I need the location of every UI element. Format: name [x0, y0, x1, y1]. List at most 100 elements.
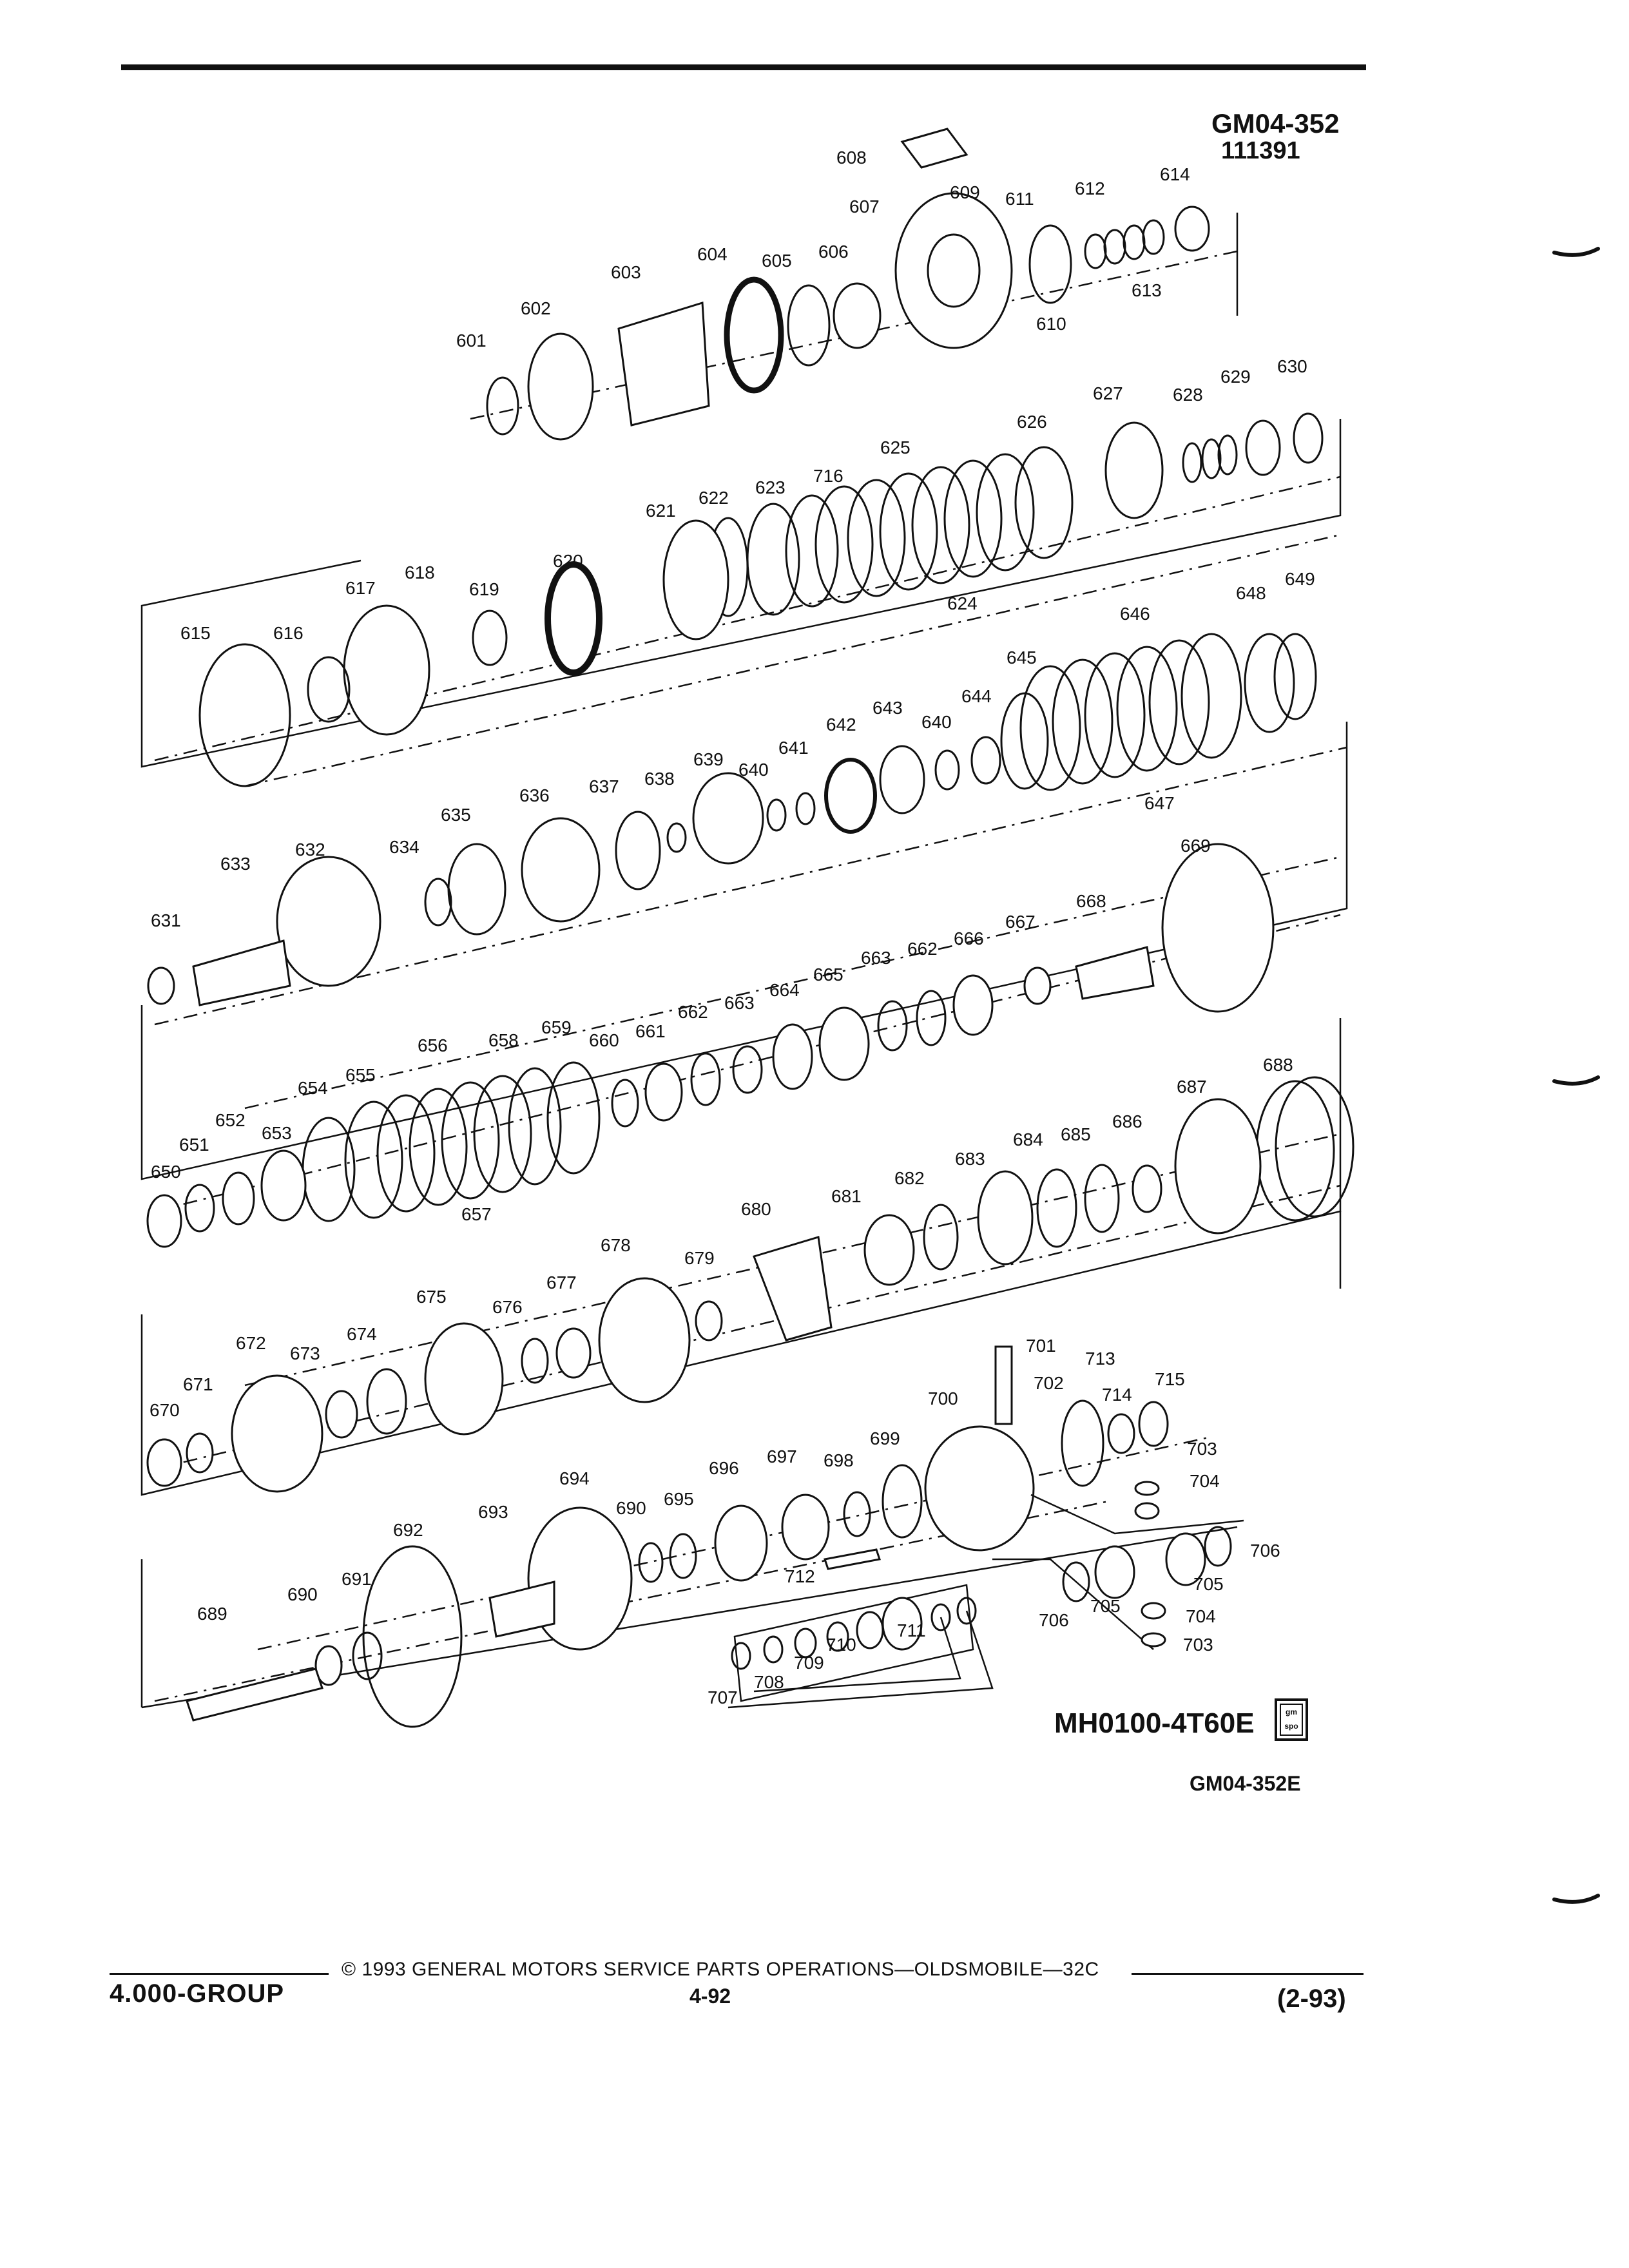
- callout-639: 639: [693, 749, 724, 769]
- callout-701: 701: [1026, 1336, 1056, 1356]
- part-673: [325, 1390, 358, 1439]
- callout-622: 622: [699, 488, 729, 508]
- part-704: [1134, 1502, 1160, 1520]
- part-703: [1134, 1481, 1160, 1496]
- callout-604: 604: [697, 244, 728, 264]
- callout-678: 678: [601, 1235, 631, 1255]
- part-619: [472, 610, 508, 666]
- callout-632: 632: [295, 840, 325, 860]
- part-620: [545, 561, 602, 676]
- callout-615: 615: [180, 623, 211, 643]
- figure-date: 111391: [1221, 137, 1300, 164]
- part-604: [724, 276, 784, 394]
- callout-627: 627: [1093, 383, 1123, 403]
- part-697: [781, 1494, 830, 1561]
- part-667: [1023, 966, 1052, 1005]
- part-621: [662, 519, 729, 640]
- part-631: [147, 966, 175, 1005]
- callout-705: 705: [1090, 1596, 1121, 1616]
- callout-608: 608: [836, 148, 867, 168]
- callout-695: 695: [664, 1489, 694, 1509]
- callout-660: 660: [589, 1030, 619, 1050]
- part-606: [833, 282, 882, 349]
- part-605: [787, 284, 831, 367]
- part-683: [977, 1170, 1034, 1265]
- callout-690: 690: [616, 1498, 646, 1518]
- part-632: [276, 856, 381, 987]
- header-rule: [121, 64, 1366, 70]
- callout-687: 687: [1177, 1077, 1207, 1097]
- part-689: [186, 1667, 323, 1722]
- part-675: [424, 1322, 504, 1436]
- part-617: [343, 604, 430, 736]
- part-680: [753, 1236, 833, 1341]
- callout-689: 689: [197, 1604, 227, 1624]
- callout-706: 706: [1250, 1541, 1280, 1561]
- part-705: [1165, 1532, 1206, 1586]
- callout-626: 626: [1017, 412, 1047, 432]
- gm-spo-logo-mark: gm spo: [1280, 1704, 1303, 1736]
- callout-633: 633: [220, 854, 251, 874]
- callout-703: 703: [1183, 1635, 1213, 1655]
- callout-693: 693: [478, 1502, 508, 1522]
- callout-602: 602: [521, 298, 551, 318]
- callout-619: 619: [469, 579, 499, 599]
- callout-653: 653: [262, 1123, 292, 1143]
- part-608: [900, 128, 969, 169]
- callout-666: 666: [954, 928, 984, 948]
- callout-699: 699: [870, 1428, 900, 1448]
- part-691: [352, 1631, 383, 1680]
- callout-682: 682: [894, 1168, 925, 1188]
- callout-665: 665: [813, 965, 843, 985]
- callout-642: 642: [826, 715, 856, 735]
- callout-705: 705: [1193, 1574, 1224, 1594]
- part-690: [314, 1645, 343, 1686]
- part-627: [1104, 421, 1164, 519]
- margin-mark: [1552, 247, 1600, 257]
- callout-658: 658: [488, 1030, 519, 1050]
- part-shapes: [146, 128, 1354, 1728]
- callout-610: 610: [1036, 314, 1066, 334]
- copyright-line: © 1993 GENERAL MOTORS SERVICE PARTS OPER…: [342, 1959, 1099, 1980]
- callout-606: 606: [818, 242, 849, 262]
- callout-635: 635: [441, 805, 471, 825]
- callout-645: 645: [1007, 648, 1037, 668]
- callout-674: 674: [347, 1324, 377, 1344]
- part-666: [952, 974, 994, 1036]
- callout-647: 647: [1144, 793, 1175, 813]
- callout-686: 686: [1112, 1111, 1142, 1131]
- callout-625: 625: [880, 437, 911, 457]
- callout-709: 709: [794, 1653, 824, 1673]
- callout-696: 696: [709, 1458, 739, 1478]
- callout-636: 636: [519, 785, 550, 805]
- part-650: [146, 1194, 182, 1248]
- callout-712: 712: [785, 1566, 815, 1586]
- part-692: [362, 1545, 463, 1728]
- callout-654: 654: [298, 1078, 328, 1098]
- callout-659: 659: [541, 1017, 572, 1037]
- part-602: [527, 332, 594, 441]
- part-712: [824, 1548, 881, 1570]
- callout-669: 669: [1181, 836, 1211, 856]
- group-label: 4.000-GROUP: [110, 1979, 285, 2008]
- part-634: [424, 878, 452, 927]
- callout-630: 630: [1277, 356, 1307, 376]
- callout-662: 662: [678, 1002, 708, 1022]
- callout-711: 711: [897, 1620, 926, 1640]
- callout-681: 681: [831, 1186, 862, 1206]
- callout-702: 702: [1034, 1373, 1064, 1393]
- part-614: [1174, 206, 1210, 252]
- part-687: [1174, 1098, 1262, 1235]
- callout-684: 684: [1013, 1129, 1043, 1149]
- callout-676: 676: [492, 1297, 523, 1317]
- callout-644: 644: [961, 686, 992, 706]
- callout-643: 643: [872, 698, 903, 718]
- part-643: [879, 745, 925, 814]
- callout-672: 672: [236, 1333, 266, 1353]
- footer-rule-left: [110, 1973, 329, 1975]
- callout-698: 698: [824, 1450, 854, 1470]
- part-626: [1014, 446, 1074, 559]
- callout-624: 624: [947, 593, 978, 613]
- callout-691: 691: [342, 1569, 372, 1589]
